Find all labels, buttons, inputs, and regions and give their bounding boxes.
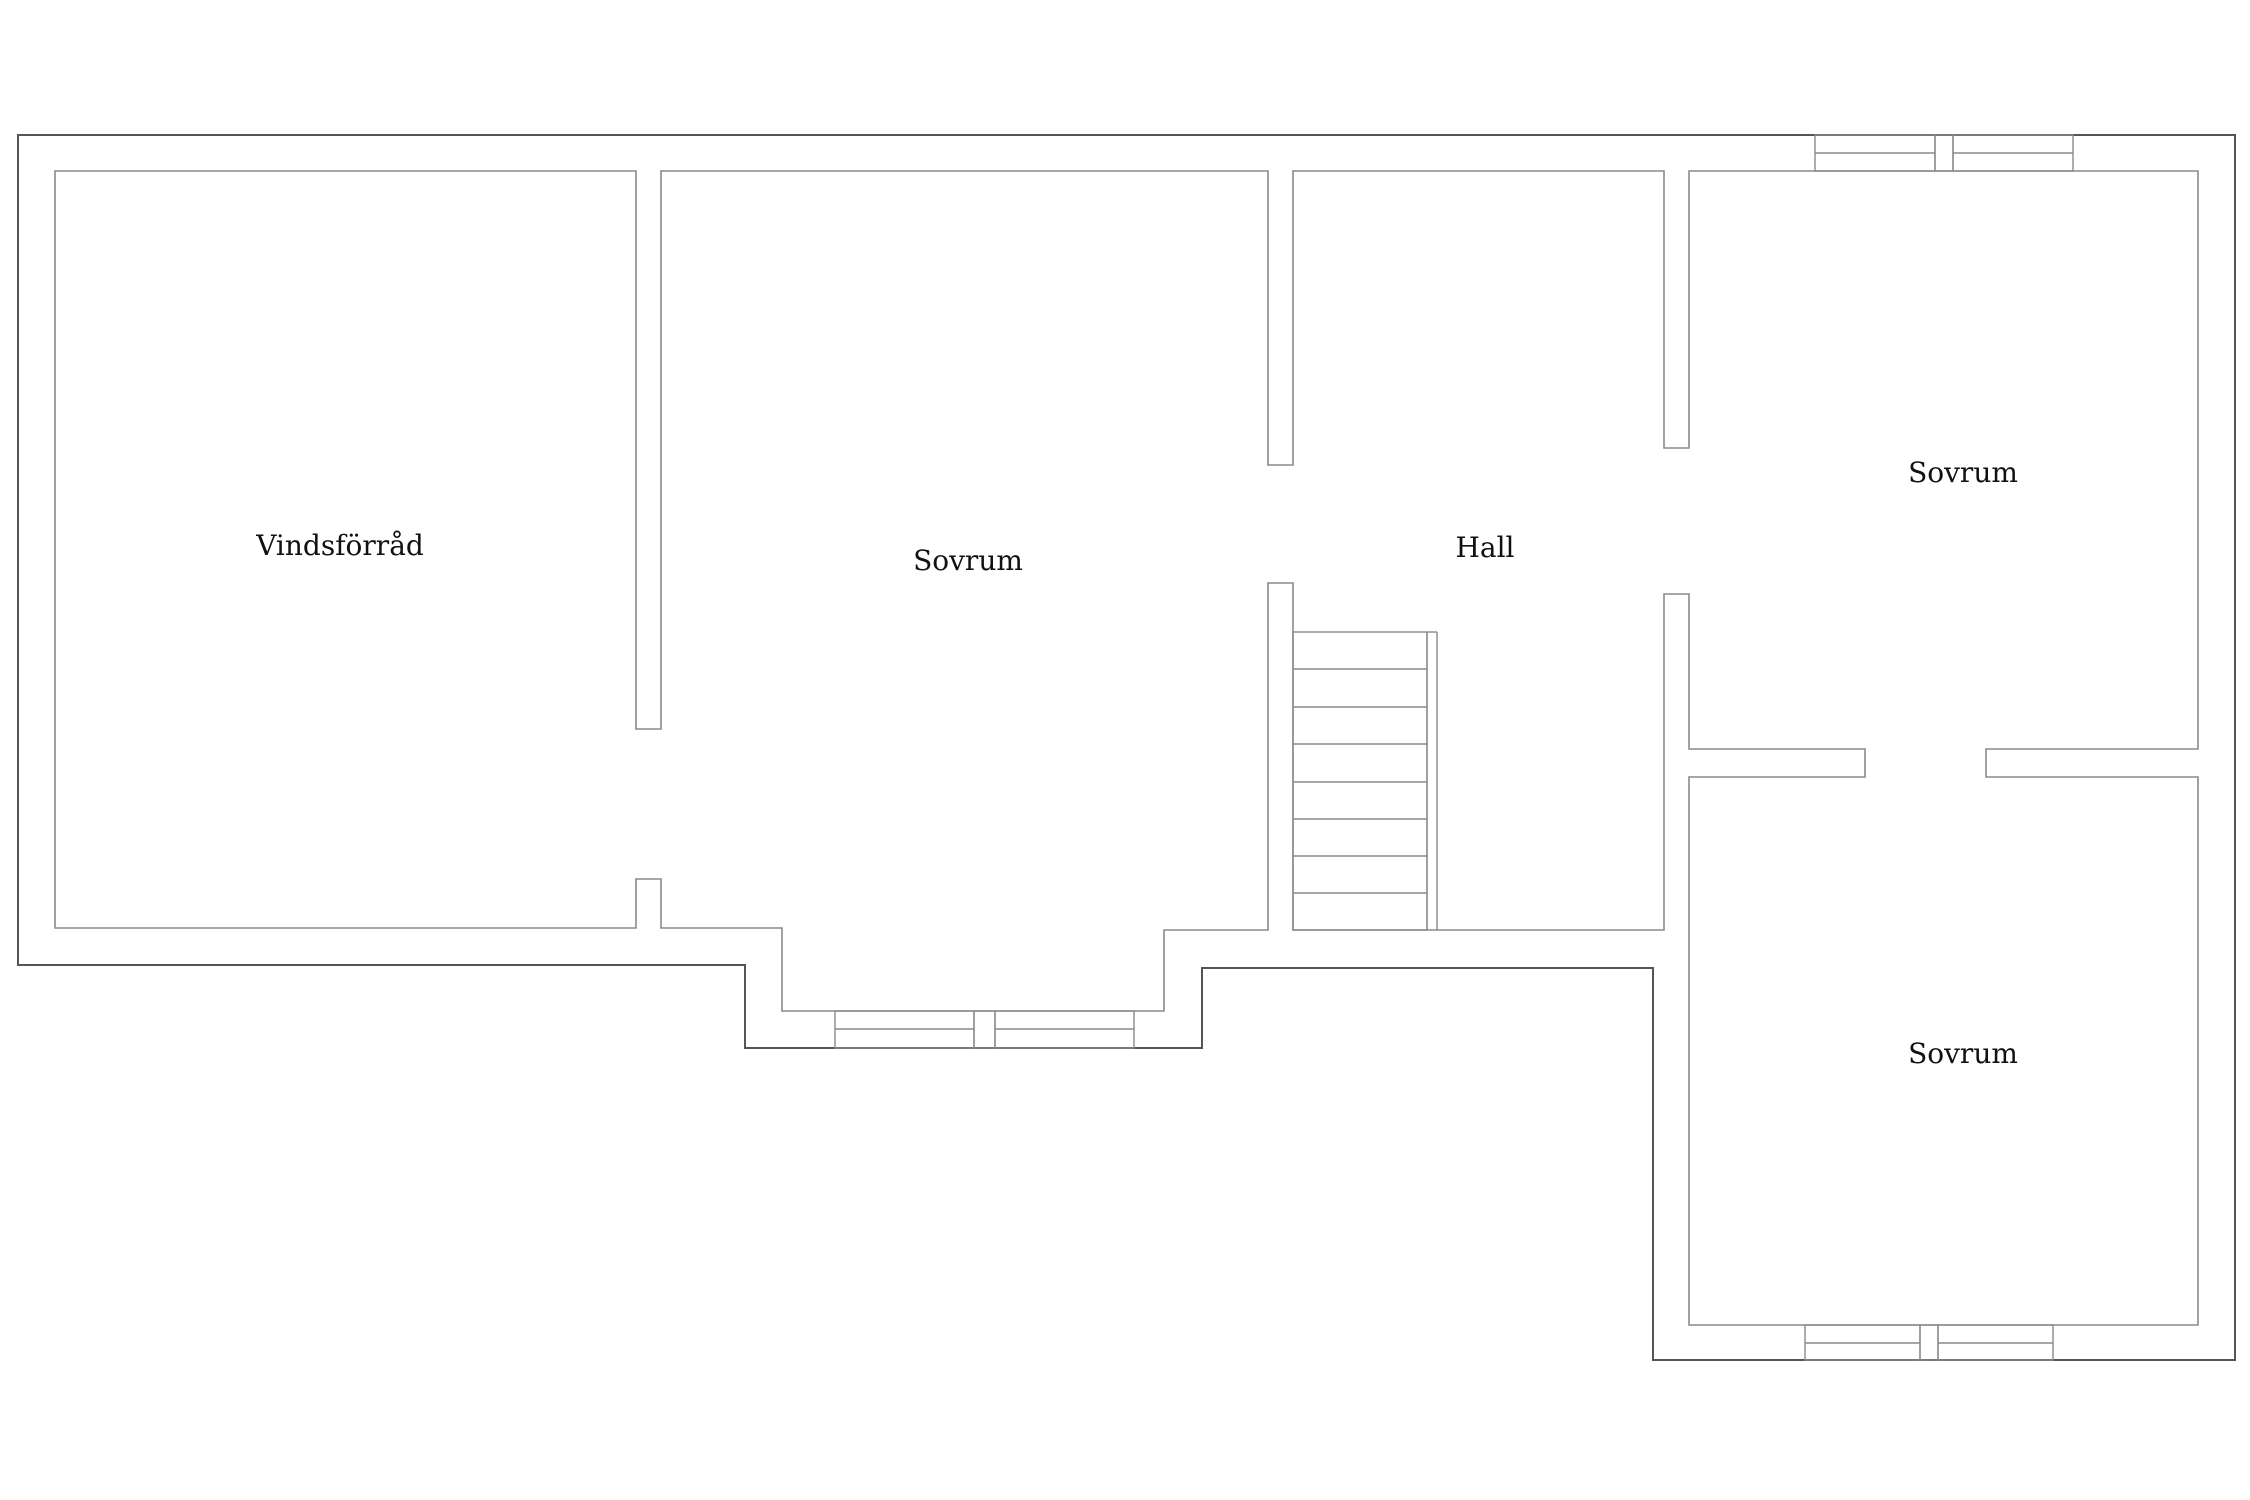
window-center-bay xyxy=(834,1010,1135,1049)
room-label-sovrum-center: Sovrum xyxy=(913,544,1023,577)
window-top-right xyxy=(1814,134,2074,172)
staircase xyxy=(1292,631,1438,931)
room-label-vindsforrad: Vindsförråd xyxy=(255,529,424,562)
room-label-sovrum-right-bottom: Sovrum xyxy=(1908,1037,2018,1070)
window-bottom-right xyxy=(1804,1324,2054,1361)
room-label-hall: Hall xyxy=(1455,531,1514,564)
outer-wall xyxy=(17,134,2236,1361)
room-label-sovrum-right-top: Sovrum xyxy=(1908,456,2018,489)
storage-room-wall xyxy=(54,170,2199,1326)
